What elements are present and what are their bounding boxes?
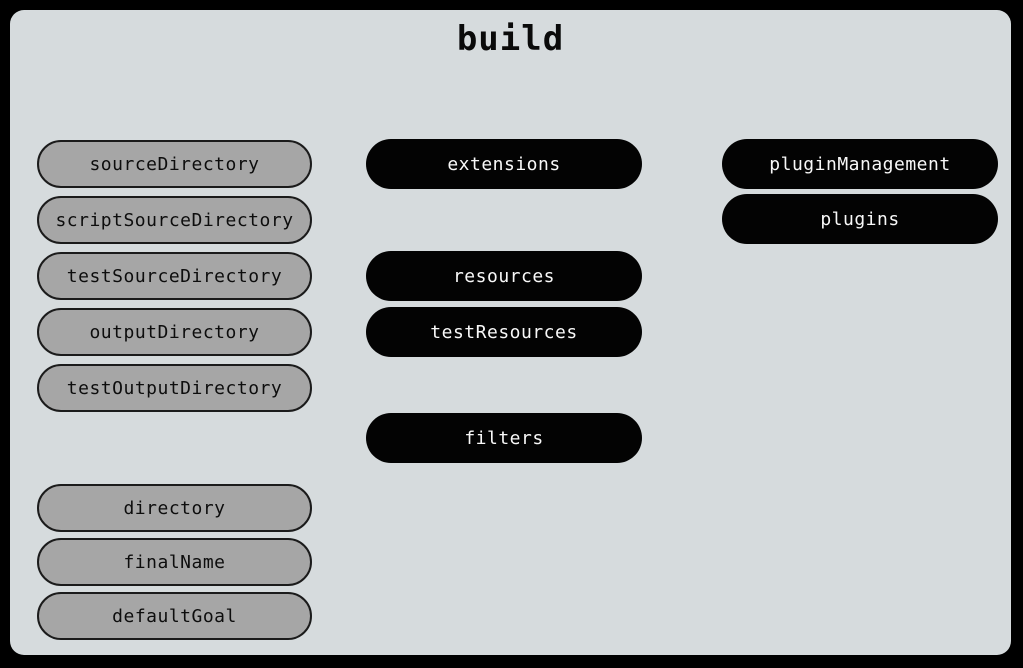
node-source-directory[interactable]: sourceDirectory [37, 140, 312, 188]
node-test-source-directory[interactable]: testSourceDirectory [37, 252, 312, 300]
node-resources[interactable]: resources [366, 251, 642, 301]
node-final-name[interactable]: finalName [37, 538, 312, 586]
diagram-title: build [456, 19, 565, 59]
node-default-goal[interactable]: defaultGoal [37, 592, 312, 640]
node-test-resources[interactable]: testResources [366, 307, 642, 357]
node-plugin-management[interactable]: pluginManagement [722, 139, 998, 189]
build-diagram-panel: build sourceDirectory scriptSourceDirect… [10, 10, 1011, 655]
node-plugins[interactable]: plugins [722, 194, 998, 244]
node-directory[interactable]: directory [37, 484, 312, 532]
node-test-output-directory[interactable]: testOutputDirectory [37, 364, 312, 412]
node-extensions[interactable]: extensions [366, 139, 642, 189]
node-script-source-directory[interactable]: scriptSourceDirectory [37, 196, 312, 244]
node-output-directory[interactable]: outputDirectory [37, 308, 312, 356]
node-filters[interactable]: filters [366, 413, 642, 463]
